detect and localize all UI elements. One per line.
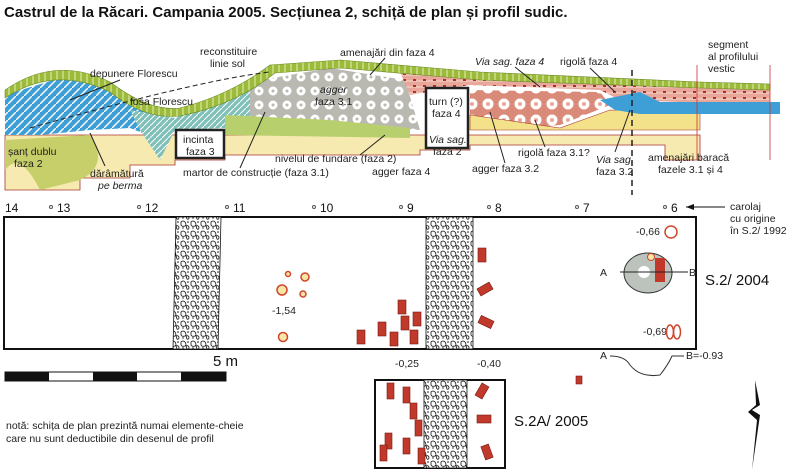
grid-13: 13 — [57, 201, 71, 215]
label-via-sag-32-1: Via sag. — [596, 154, 634, 166]
section-b-label: B — [689, 267, 696, 279]
grid-14: 14 — [5, 201, 19, 215]
note-line-1: notă: schița de plan prezintă numai elem… — [6, 420, 244, 432]
layer-agger-31 — [250, 68, 420, 130]
label-turn-2: faza 4 — [432, 108, 461, 120]
grid-7: 7 — [583, 201, 590, 215]
depth-154: -1,54 — [272, 305, 296, 317]
label-agger-f4: agger faza 4 — [372, 166, 431, 178]
label-via-sag-32-2: faza 3.2 — [596, 166, 634, 178]
label-sant-dublu-1: șanț dublu — [8, 146, 57, 158]
label-daramatura-2: pe berma — [97, 180, 143, 192]
depth-066: -0,66 — [636, 226, 660, 238]
label-agger-31-1: agger — [320, 84, 347, 96]
label-nivelul: nivelul de fundare (faza 2) — [275, 153, 396, 165]
layer-fosa — [130, 85, 255, 160]
grid-11: 11 — [233, 201, 246, 215]
label-incinta-2: faza 3 — [186, 146, 215, 158]
carolaj-2: cu origine — [730, 213, 776, 225]
label-via-sag-f4: Via sag. faza 4 — [475, 56, 544, 68]
label-amenajari-baraca-1: amenajări baracă — [648, 152, 729, 164]
depth-040: -0,40 — [477, 358, 501, 370]
plan-s2a-2005: S.2A/ 2005 — [374, 375, 588, 469]
ab-profile-a: A — [600, 350, 607, 362]
label-incinta-1: incinta — [183, 134, 214, 146]
carolaj-3: în S.2/ 1992 — [729, 225, 787, 237]
label-turn-1: turn (?) — [429, 96, 463, 108]
layer-blue — [5, 78, 175, 140]
label-via-sag-f2-1: Via sag. — [429, 134, 467, 146]
label-rigola-31: rigolă faza 3.1? — [518, 147, 590, 159]
label-agger-31-2: faza 3.1 — [315, 96, 353, 108]
gravel-band — [425, 216, 474, 350]
label-daramatura-1: dărâmătură — [90, 168, 144, 180]
section-a-label: A — [600, 267, 607, 279]
depth-069: -0,69 — [643, 326, 667, 338]
label-amenajari-baraca-2: fazele 3.1 și 4 — [658, 164, 723, 176]
label-reconstituire-2: linie sol — [210, 58, 245, 70]
label-agger-32: agger faza 3.2 — [472, 163, 539, 175]
gravel-band — [172, 216, 222, 350]
label-reconstituire-1: reconstituire — [200, 46, 257, 58]
profile-section: reconstituire linie sol depunere Floresc… — [4, 39, 780, 195]
bricks — [356, 247, 495, 347]
section-s2a-2005: S.2A/ 2005 — [514, 413, 588, 430]
incinta-cut — [174, 128, 226, 160]
label-via-sag-f2-2: faza 2 — [433, 146, 462, 158]
layer-sant-dublu — [5, 135, 98, 190]
diagram-title: Castrul de la Răcari. Campania 2005. Sec… — [4, 4, 568, 21]
ab-profile-curve — [609, 355, 684, 376]
label-sant-dublu-2: faza 2 — [14, 158, 43, 170]
label-rigola-f4: rigolă faza 4 — [560, 56, 617, 68]
reconstituire-line — [29, 71, 271, 129]
grid-12: 12 — [145, 201, 159, 215]
layer-martor — [225, 115, 410, 138]
depth-025: -0,25 — [395, 358, 419, 370]
grid-numbers: 14 13 12 11 10 9 8 7 6 carolaj cu origin… — [5, 201, 787, 237]
label-martor: martor de construcție (faza 3.1) — [183, 167, 329, 179]
section-s2-2004: S.2/ 2004 — [705, 272, 769, 289]
ab-profile-b-depth: B=-0.93 — [686, 350, 723, 362]
scale-bar: 5 m — [4, 353, 238, 382]
carolaj-1: carolaj — [730, 201, 761, 213]
scale-label: 5 m — [213, 353, 238, 370]
label-segment-2: al profilului — [708, 51, 758, 63]
turn-cut — [424, 86, 470, 150]
label-depunere-florescu: depunere Florescu — [90, 68, 178, 80]
north-arrow-icon — [748, 380, 760, 470]
plan-s2-2004: -1,54 -0,66 A B -0,69 S.2/ 2004 — [3, 216, 769, 350]
label-fosa-florescu: fosa Florescu — [130, 96, 193, 108]
grid-8: 8 — [495, 201, 502, 215]
layer-rigola-blue — [600, 92, 780, 114]
label-segment-3: vestic — [708, 63, 735, 75]
label-amenajari-f4: amenajări din faza 4 — [340, 47, 435, 59]
grid-6: 6 — [671, 201, 678, 215]
note-line-2: care nu sunt deductibile din desenul de … — [6, 433, 214, 445]
label-segment-1: segment — [708, 39, 748, 51]
grid-10: 10 — [320, 201, 334, 215]
postholes — [276, 270, 310, 343]
grid-9: 9 — [407, 201, 414, 215]
